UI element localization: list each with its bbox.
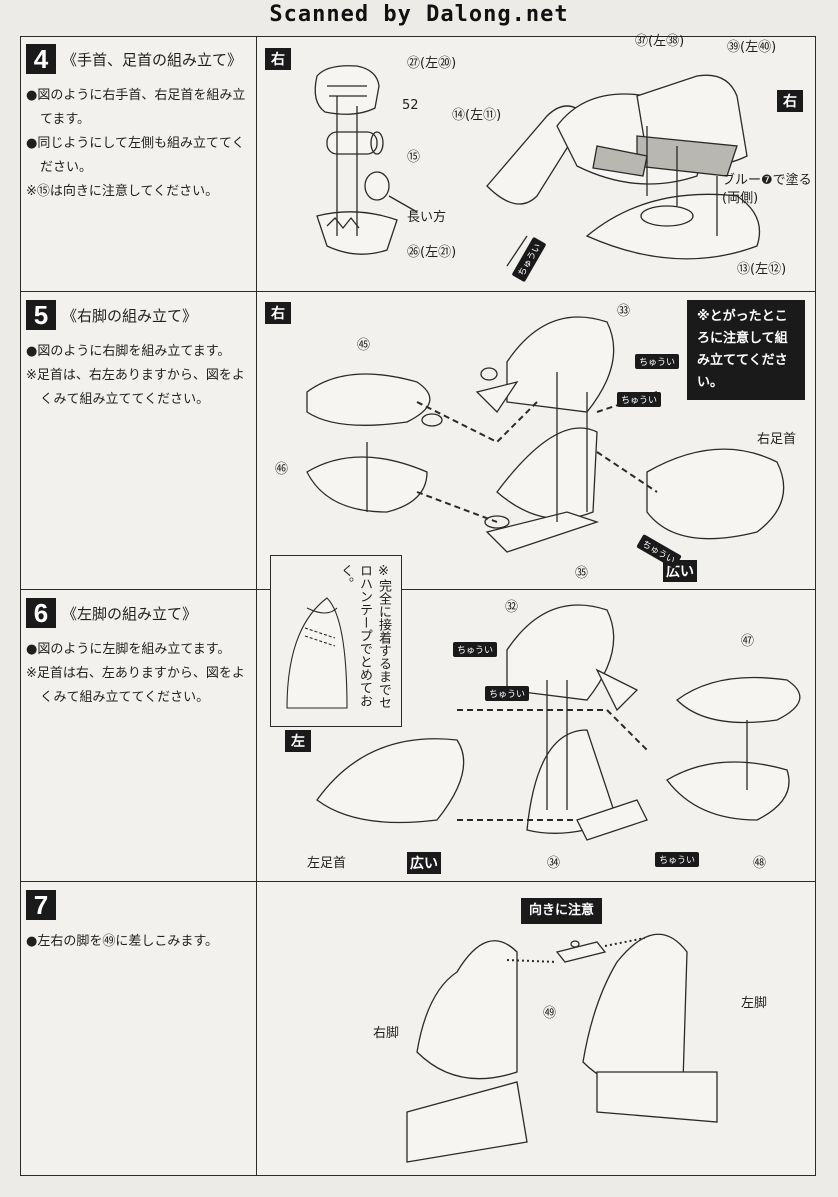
step-6-line-1: ●図のように左脚を組み立てます。 <box>26 642 231 657</box>
caution-tag: ちゅうい <box>635 354 680 369</box>
step-7-text: ●左右の脚を㊾に差しこみます。 <box>26 930 250 954</box>
part-35-label: ㉟ <box>575 566 589 581</box>
right-side-badge: 右 <box>265 48 291 70</box>
part-33-label: ㉝ <box>617 304 631 319</box>
left-leg-illustration <box>316 604 801 841</box>
part-45-label: ㊺ <box>357 338 371 353</box>
left-side-badge: 左 <box>285 730 311 752</box>
legs-joint-illustration <box>406 933 718 1163</box>
step-4-diagram: 右 右 <box>257 34 816 291</box>
step-4-line-3: ※⑮は向きに注意してください。 <box>26 184 219 199</box>
part-52-label: 52 <box>402 98 419 113</box>
hand-ankle-parts-illustration <box>314 65 761 267</box>
part-48-label: ㊽ <box>753 856 767 871</box>
step-6-header: 6 《左脚の組み立て》 <box>26 598 256 628</box>
step-6-instructions: 6 《左脚の組み立て》 ●図のように左脚を組み立てます。 ※足首は右、左あります… <box>20 590 257 881</box>
part-32-label: ㉜ <box>505 600 519 615</box>
step-7-instructions: 7 ●左右の脚を㊾に差しこみます。 <box>20 882 257 1176</box>
part-49-label: ㊾ <box>543 1006 557 1021</box>
step-5-title: 《右脚の組み立て》 <box>62 306 198 325</box>
step-4-line-2: ●同じようにして左側も組み立ててください。 <box>26 136 245 175</box>
part-46-label: ㊻ <box>275 462 289 477</box>
step-5-number: 5 <box>26 300 56 330</box>
step-4-row: 4 《手首、足首の組み立て》 ●図のように右手首、右足首を組み立てます。 ●同じ… <box>20 34 816 292</box>
tape-note-illustration <box>286 597 348 709</box>
caution-tag-3: ちゅうい <box>655 852 700 867</box>
part-15-label: ⑮ <box>407 150 421 165</box>
scan-watermark: Scanned by Dalong.net <box>269 2 569 27</box>
step-6-text: ●図のように左脚を組み立てます。 ※足首は右、左ありますから、図をよくみて組み立… <box>26 638 250 710</box>
step-6-row: 6 《左脚の組み立て》 ●図のように左脚を組み立てます。 ※足首は右、左あります… <box>20 590 816 882</box>
step-7-diagram: 向きに注意 ㊾ 右脚 左脚 <box>257 882 816 1176</box>
tape-note-box: ※完全に接着するまでセロハンテープでとめておく。 <box>270 555 402 727</box>
step-5-diagram: 右 ※とがったところに注意して組み立ててください。 <box>257 292 816 589</box>
orientation-callout: 向きに注意 <box>521 898 603 924</box>
caution-tag-2: ちゅうい <box>617 392 662 407</box>
right-side-badge-2: 右 <box>777 90 803 112</box>
step-4-line-1: ●図のように右手首、右足首を組み立てます。 <box>26 88 246 127</box>
step-4-instructions: 4 《手首、足首の組み立て》 ●図のように右手首、右足首を組み立てます。 ●同じ… <box>20 36 257 291</box>
part-27-label: ㉗(左⑳) <box>407 56 457 71</box>
wide-badge: 広い <box>407 852 441 874</box>
step-5-row: 5 《右脚の組み立て》 ●図のように右脚を組み立てます。 ※足首は、右左あります… <box>20 292 816 590</box>
step-5-line-2: ※足首は、右左ありますから、図をよくみて組み立ててください。 <box>26 368 245 407</box>
step-4-text: ●図のように右手首、右足首を組み立てます。 ●同じようにして左側も組み立ててくだ… <box>26 84 250 204</box>
step-5-text: ●図のように右脚を組み立てます。 ※足首は、右左ありますから、図をよくみて組み立… <box>26 340 250 412</box>
right-leg-illustration <box>306 316 785 553</box>
step-6-line-2: ※足首は右、左ありますから、図をよくみて組み立ててください。 <box>26 666 245 705</box>
part-47-label: ㊼ <box>741 634 755 649</box>
part-34-label: ㉞ <box>547 856 561 871</box>
long-side-label: 長い方 <box>407 210 447 225</box>
left-ankle-label: 左足首 <box>307 856 347 871</box>
step-4-title: 《手首、足首の組み立て》 <box>62 50 243 69</box>
left-leg-label: 左脚 <box>741 996 768 1011</box>
right-leg-label: 右脚 <box>373 1026 400 1041</box>
right-ankle-label: 右足首 <box>757 432 797 447</box>
part-39-label: ㊴(左㊵) <box>727 40 777 55</box>
part-37-label: ㊲(左㊳) <box>635 34 685 49</box>
right-side-badge: 右 <box>265 302 291 324</box>
part-14-label: ⑭(左⑪) <box>452 108 502 123</box>
caution-tag-2: ちゅうい <box>485 686 530 701</box>
step-4-header: 4 《手首、足首の組み立て》 <box>26 44 256 74</box>
pointed-edge-callout: ※とがったところに注意して組み立ててください。 <box>687 300 805 400</box>
step-5-line-1: ●図のように右脚を組み立てます。 <box>26 344 231 359</box>
caution-tag: ちゅうい <box>453 642 498 657</box>
part-13-label: ⑬(左⑫) <box>737 262 787 277</box>
step-7-line-1: ●左右の脚を㊾に差しこみます。 <box>26 934 219 949</box>
step-6-title: 《左脚の組み立て》 <box>62 604 198 623</box>
part-26-label: ㉖(左㉑) <box>407 245 457 260</box>
step-5-instructions: 5 《右脚の組み立て》 ●図のように右脚を組み立てます。 ※足首は、右左あります… <box>20 292 257 589</box>
step-7-number: 7 <box>26 890 56 920</box>
step-6-diagram: 左 ㉜ ㊼ <box>257 590 816 881</box>
step-4-number: 4 <box>26 44 56 74</box>
blue-paint-label: ブルー❼で塗る(両側) <box>722 173 812 206</box>
step-6-number: 6 <box>26 598 56 628</box>
step-7-row: 7 ●左右の脚を㊾に差しこみます。 向きに注意 ㊾ 右脚 左脚 <box>20 882 816 1176</box>
step-7-header: 7 <box>26 890 256 920</box>
tape-note-text: ※完全に接着するまでセロハンテープでとめておく。 <box>338 564 391 709</box>
step-5-header: 5 《右脚の組み立て》 <box>26 300 256 330</box>
